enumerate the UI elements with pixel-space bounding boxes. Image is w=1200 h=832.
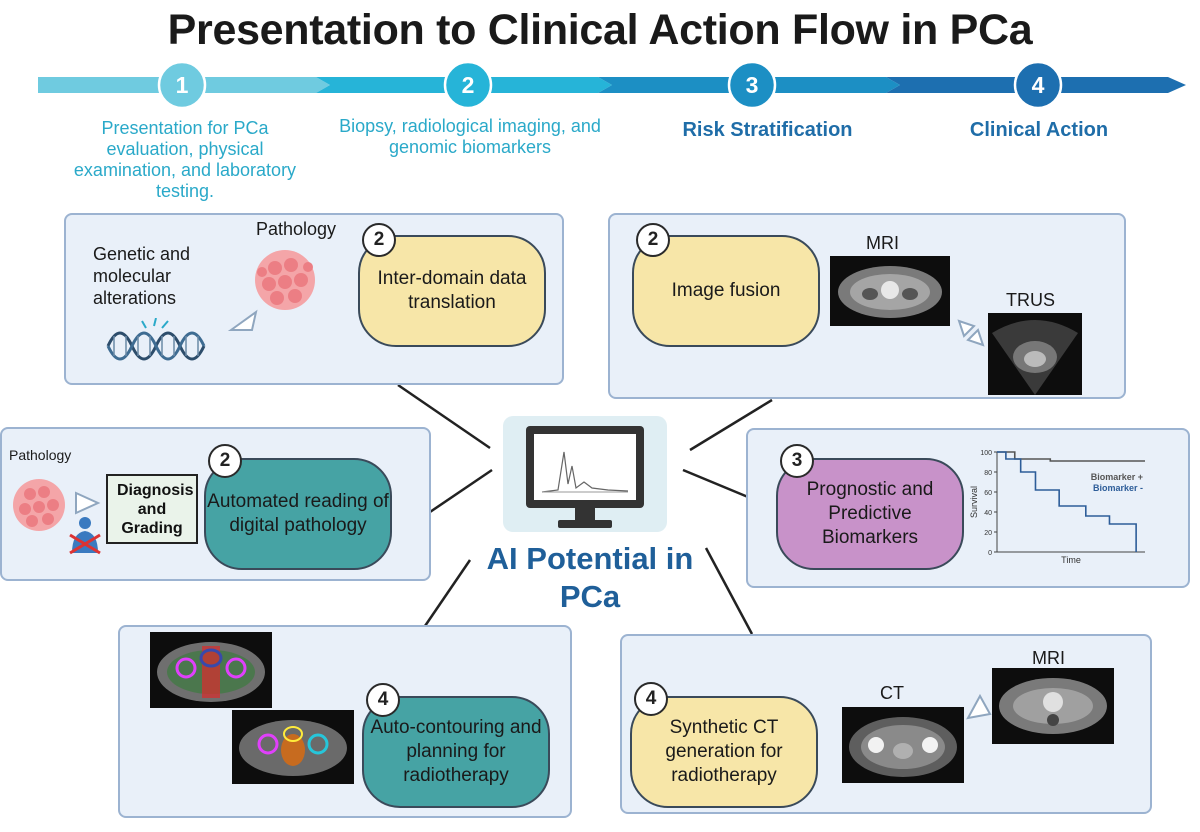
fusion-arrow-icon — [957, 319, 985, 347]
stage-label-2: Biopsy, radiological imaging, and genomi… — [339, 116, 601, 157]
mri-scan-image — [830, 256, 950, 326]
pathology-label-left: Pathology — [9, 447, 72, 463]
y-tick-label: 80 — [984, 470, 992, 477]
y-tick-label: 100 — [980, 450, 992, 457]
ct-scan-image — [842, 707, 964, 783]
y-tick-label: 0 — [988, 550, 992, 557]
center-label: AI Potential in PCa — [486, 541, 694, 614]
badge-auto-contouring: 4 — [366, 683, 400, 717]
mri-scan-image-bottom — [992, 668, 1114, 744]
stage-number-4: 4 — [1032, 72, 1045, 98]
tumor-cells-icon-left — [13, 479, 65, 531]
stage-number-3: 3 — [746, 72, 759, 98]
badge-inter-domain: 2 — [362, 223, 396, 257]
pathologist-person-icon — [69, 517, 101, 555]
y-tick-label: 60 — [984, 490, 992, 497]
stage-label-4: Clinical Action — [969, 119, 1109, 141]
pill-digital-pathology: Automated reading of digital pathology — [204, 458, 392, 570]
legend-label-1: Biomarker + — [1091, 472, 1143, 482]
page-title: Presentation to Clinical Action Flow in … — [167, 6, 1033, 54]
legend-label-2: Biomarker - — [1093, 483, 1143, 493]
stage-label-3: Risk Stratification — [682, 119, 853, 141]
dna-helix-icon — [106, 318, 206, 361]
survival-curve-1 — [997, 451, 1145, 462]
pill-inter-domain: Inter-domain data translation — [358, 235, 546, 347]
triangle-arrow-icon-ct — [966, 693, 992, 720]
pill-image-fusion: Image fusion — [632, 235, 820, 347]
stage-circle-4 — [1013, 60, 1063, 110]
y-tick-label: 40 — [984, 510, 992, 517]
pill-prognostic: Prognostic and Predictive Biomarkers — [776, 458, 964, 570]
y-tick-label: 20 — [984, 530, 992, 537]
stage-arrow-bar: 1 2 3 4 — [38, 60, 1186, 110]
y-axis-label: Survival — [969, 486, 979, 518]
badge-synthetic-ct: 4 — [634, 682, 668, 716]
triangle-arrow-icon — [75, 491, 101, 515]
stage-number-1: 1 — [176, 72, 189, 98]
mri-label-bottom: MRI — [1032, 648, 1065, 668]
pathology-label-top: Pathology — [256, 219, 337, 239]
stage-circle-2 — [443, 60, 493, 110]
stage-number-2: 2 — [462, 72, 475, 98]
arrow-triangle-icon — [228, 309, 258, 331]
pill-auto-contouring: Auto-contouring and planning for radioth… — [362, 696, 550, 808]
contour-scan-image-1 — [150, 632, 272, 708]
stage-label-1: Presentation for PCa evaluation, physica… — [73, 118, 297, 201]
trus-scan-image — [988, 313, 1082, 395]
x-axis-label: Time — [1061, 555, 1081, 565]
badge-image-fusion: 2 — [636, 223, 670, 257]
badge-digital-pathology: 2 — [208, 444, 242, 478]
mri-label-top: MRI — [866, 233, 899, 253]
pill-synthetic-ct: Synthetic CT generation for radiotherapy — [630, 696, 818, 808]
diagnosis-grading-box: Diagnosis and Grading — [106, 474, 198, 544]
genetic-label: Genetic and molecular alterations — [93, 244, 191, 308]
badge-prognostic: 3 — [780, 444, 814, 478]
tumor-cells-icon — [255, 250, 315, 310]
stage-circle-1 — [157, 60, 207, 110]
trus-label: TRUS — [1006, 290, 1055, 310]
ct-label: CT — [880, 683, 904, 703]
contour-scan-image-2 — [232, 710, 354, 784]
stage-circle-3 — [727, 60, 777, 110]
survival-curve-2 — [997, 451, 1137, 552]
computer-monitor-icon — [526, 426, 644, 528]
